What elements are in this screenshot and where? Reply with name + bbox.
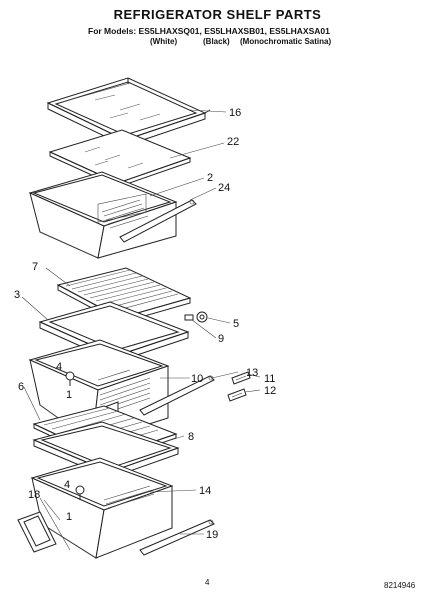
callout-24: 24 <box>218 182 230 194</box>
callout-2: 2 <box>207 172 213 184</box>
callout-1-middle: 1 <box>66 389 72 401</box>
variant-black: (Black) <box>203 37 230 46</box>
callout-9: 9 <box>218 333 224 345</box>
page-title: REFRIGERATOR SHELF PARTS <box>113 7 322 22</box>
callout-11: 11 <box>264 373 275 385</box>
part-2-crisper-pan-top <box>28 171 178 259</box>
callout-19: 19 <box>206 529 218 541</box>
part-4-knob-bottom <box>75 485 85 500</box>
part-16-shelf-frame <box>46 77 211 147</box>
callout-3: 3 <box>14 289 20 301</box>
part-18-label-card <box>17 511 57 553</box>
callout-18: 18 <box>28 489 40 501</box>
variant-mono: (Monochromatic Satina) <box>240 37 332 46</box>
callout-5: 5 <box>233 318 239 330</box>
part-9-clip <box>184 314 194 321</box>
callout-1-bottom: 1 <box>66 511 72 523</box>
part-19-cover-strip <box>139 519 215 556</box>
callout-4-middle: 4 <box>56 361 62 373</box>
callout-8: 8 <box>188 431 194 443</box>
callout-12: 12 <box>264 385 276 397</box>
part-12-clip <box>227 388 247 402</box>
callout-4-bottom: 4 <box>64 479 70 491</box>
callout-22: 22 <box>227 136 239 148</box>
part-14-crisper-pan-bottom <box>30 457 174 559</box>
part-22-glass-insert <box>48 129 192 188</box>
callout-16: 16 <box>229 107 241 119</box>
part-4-knob-middle <box>65 371 75 386</box>
part-11-clip <box>231 371 251 385</box>
callout-14: 14 <box>199 485 211 497</box>
leader-lines <box>21 109 261 551</box>
callout-7: 7 <box>32 261 38 273</box>
callout-13: 13 <box>246 367 258 379</box>
footer-page-number: 4 <box>205 578 210 587</box>
part-24-cover-strip <box>119 199 197 243</box>
variant-white: (White) <box>150 37 178 46</box>
callout-10: 10 <box>191 373 203 385</box>
callout-6: 6 <box>18 381 24 393</box>
part-5-cap <box>196 311 208 323</box>
models-line: For Models: ES5LHAXSQ01, ES5LHAXSB01, ES… <box>88 26 330 36</box>
footer-doc-code: 8214946 <box>384 581 416 590</box>
